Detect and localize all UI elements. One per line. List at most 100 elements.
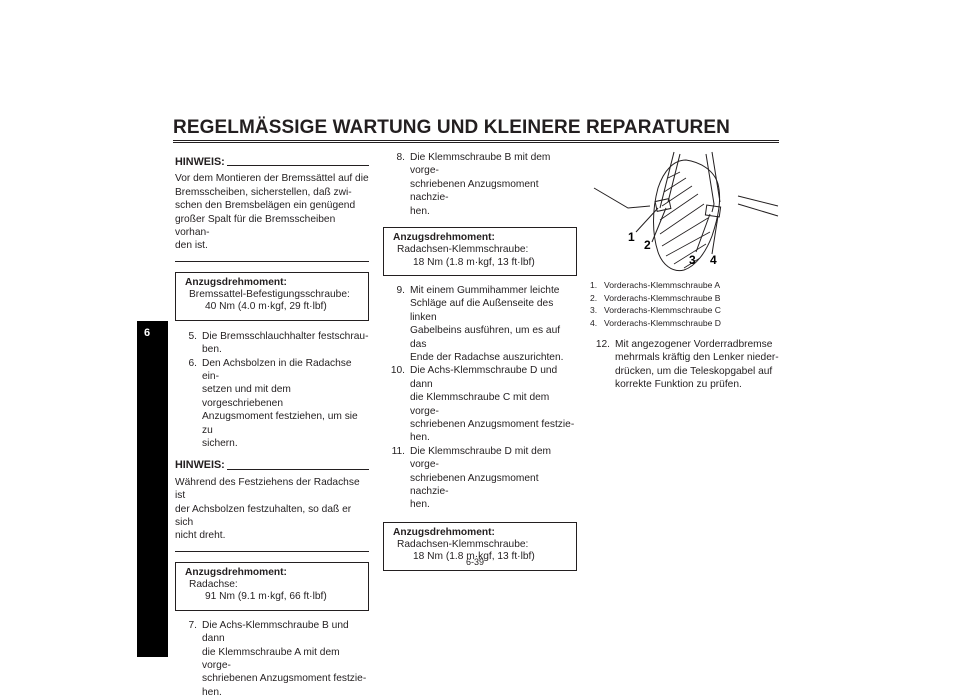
- chapter-tab: 6: [137, 321, 168, 657]
- legend-text: Vorderachs-Klemmschraube A: [604, 280, 721, 290]
- step-number: 7.: [188, 619, 198, 631]
- torque-heading: Anzugsdrehmoment:: [393, 232, 495, 244]
- hinweis-text: Vor dem Montieren der Bremssättel auf di…: [175, 172, 369, 252]
- figure-label-1: 1: [628, 230, 635, 244]
- text-line: ben.: [202, 344, 222, 356]
- step-number: 9.: [396, 284, 406, 296]
- text-line: Den Achsbolzen in die Radachse ein-: [202, 357, 352, 382]
- legend-item: 1.Vorderachs-Klemmschraube A: [590, 279, 780, 292]
- text-line: Vor dem Montieren der Bremssättel auf di…: [175, 173, 369, 185]
- text-line: Schläge auf die Außenseite des linken: [410, 298, 554, 323]
- text-line: setzen und mit dem vorgeschriebenen: [202, 384, 291, 409]
- text-line: hen.: [202, 686, 222, 698]
- step-list: 5. Die Bremsschlauchhalter festschrau- b…: [175, 330, 369, 451]
- figure-label-4: 4: [710, 253, 717, 267]
- text-line: Die Achs-Klemmschraube D und dann: [410, 365, 558, 390]
- legend-item: 2. Vorderachs-Klemmschraube B: [590, 292, 780, 305]
- text-line: hen.: [410, 205, 430, 217]
- torque-item: Radachsen-Klemmschraube:: [397, 244, 529, 256]
- figure-label-3: 3: [689, 253, 696, 267]
- figure-label-2: 2: [644, 238, 651, 252]
- torque-value: 18 Nm (1.8 m·kgf, 13 ft·lbf): [413, 256, 535, 268]
- text-line: Die Achs-Klemmschraube B und dann: [202, 619, 349, 645]
- text-line: Die Klemmschraube D mit dem vorge-: [410, 445, 551, 471]
- step-item: 7. Die Achs-Klemmschraube B und dann die…: [175, 619, 369, 699]
- legend-text: Vorderachs-Klemmschraube D: [604, 318, 722, 329]
- text-line: Ende der Radachse auszurichten.: [410, 351, 564, 363]
- torque-value: 91 Nm (9.1 m·kgf, 66 ft·lbf): [205, 591, 327, 603]
- column-3-steps: 12. Mit angezogener Vorderradbremse mehr…: [588, 338, 782, 392]
- text-line: schriebenen Anzugsmoment nachzie-: [410, 472, 539, 498]
- step-number: 8.: [396, 152, 406, 163]
- text-line: Die Klemmschraube B mit dem vorge-: [410, 152, 551, 177]
- text-line: die Klemmschraube C mit dem vorge-: [410, 392, 550, 417]
- torque-box: Anzugsdrehmoment: Radachse: 91 Nm (9.1 m…: [175, 561, 369, 611]
- step-number: 10.: [390, 365, 405, 377]
- legend-text: Vorderachs-Klemmschraube B: [604, 292, 721, 303]
- text-line: der Achsbolzen festzuhalten, so daß er s…: [175, 503, 352, 529]
- torque-item: Radachsen-Klemmschraube:: [397, 539, 529, 551]
- step-item: 5. Die Bremsschlauchhalter festschrau- b…: [175, 330, 369, 357]
- figure-legend: 1.Vorderachs-Klemmschraube A 2. Vorderach…: [590, 279, 780, 330]
- torque-heading: Anzugsdrehmoment:: [185, 566, 287, 578]
- legend-number: 2.: [590, 292, 598, 303]
- text-line: Gabelbeins ausführen, um es auf das: [410, 325, 561, 350]
- step-number: 12.: [595, 339, 610, 350]
- torque-value: 40 Nm (4.0 m·kgf, 29 ft·lbf): [205, 301, 327, 313]
- step-item: 12. Mit angezogener Vorderradbremse mehr…: [588, 338, 782, 392]
- step-list: 8. Die Klemmschraube B mit dem vorge- sc…: [383, 151, 577, 218]
- step-item: 10. Die Achs-Klemmschraube D und dann di…: [383, 364, 577, 444]
- text-line: Die Bremsschlauchhalter festschrau-: [202, 330, 369, 342]
- legend-item: 4. Vorderachs-Klemmschraube D: [590, 317, 780, 330]
- hinweis-end-rule: [175, 260, 369, 262]
- text-line: schriebenen Anzugsmoment nachzie-: [410, 178, 539, 204]
- legend-number: 3.: [590, 305, 598, 316]
- hinweis-label: HINWEIS:: [175, 459, 225, 472]
- torque-value: 18 Nm (1.8 m·kgf, 13 ft·lbf): [413, 551, 535, 563]
- text-line: Bremsscheiben, sicherstellen, daß zwi-: [175, 186, 352, 198]
- step-list: 12. Mit angezogener Vorderradbremse mehr…: [588, 338, 782, 392]
- front-fork-figure: 1 2 3 4: [593, 151, 779, 272]
- torque-heading: Anzugsdrehmoment:: [393, 526, 495, 538]
- title-rule: [173, 140, 779, 143]
- text-line: schen den Bremsbelägen ein genügend: [175, 200, 356, 212]
- column-2: 8. Die Klemmschraube B mit dem vorge- sc…: [383, 151, 577, 571]
- chapter-number: 6: [144, 327, 151, 339]
- step-item: 8. Die Klemmschraube B mit dem vorge- sc…: [383, 151, 577, 218]
- torque-item: Radachse:: [189, 579, 238, 591]
- text-line: hen.: [410, 499, 430, 511]
- text-line: sichern.: [202, 437, 238, 449]
- text-line: Anzugsmoment festziehen, um sie zu: [202, 411, 358, 436]
- hinweis-text: Während des Festziehens der Radachse ist…: [175, 476, 369, 543]
- step-item: 9. Mit einem Gummihammer leichte Schläge…: [383, 284, 577, 364]
- fork-illustration: 1 2 3 4: [588, 148, 782, 278]
- text-line: korrekte Funktion zu prüfen.: [615, 379, 742, 391]
- text-line: großer Spalt für die Bremsscheiben vorha…: [175, 213, 336, 239]
- step-item: 6. Den Achsbolzen in die Radachse ein- s…: [175, 357, 369, 451]
- step-number: 5.: [188, 330, 198, 342]
- text-line: Mit angezogener Vorderradbremse: [615, 339, 773, 350]
- column-1: HINWEIS: Vor dem Montieren der Bremssätt…: [175, 156, 369, 699]
- text-line: schriebenen Anzugsmoment festzie-: [410, 418, 575, 430]
- page-number: 6-39: [466, 557, 485, 567]
- text-line: hen.: [410, 432, 430, 444]
- step-number: 6.: [188, 357, 198, 369]
- step-list: 9. Mit einem Gummihammer leichte Schläge…: [383, 284, 577, 512]
- page-title: REGELMÄSSIGE WARTUNG UND KLEINERE REPARA…: [173, 117, 730, 138]
- text-line: den ist.: [175, 240, 208, 252]
- hinweis-heading: HINWEIS:: [175, 459, 369, 472]
- step-list: 7. Die Achs-Klemmschraube B und dann die…: [175, 619, 369, 699]
- legend-text: Vorderachs-Klemmschraube C: [604, 305, 722, 316]
- text-line: Während des Festziehens der Radachse ist: [175, 476, 360, 502]
- torque-item: Bremssattel-Befestigungsschraube:: [189, 289, 350, 301]
- torque-box: Anzugsdrehmoment: Radachsen-Klemmschraub…: [383, 521, 577, 571]
- legend-item: 3. Vorderachs-Klemmschraube C: [590, 304, 780, 317]
- legend-number: 4.: [590, 318, 598, 329]
- text-line: die Klemmschraube A mit dem vorge-: [202, 646, 340, 671]
- text-line: drücken, um die Teleskopgabel auf: [615, 365, 773, 377]
- torque-box: Anzugsdrehmoment: Bremssattel-Befestigun…: [175, 271, 369, 321]
- text-line: nicht dreht.: [175, 530, 226, 542]
- step-item: 11. Die Klemmschraube D mit dem vorge- s…: [383, 445, 577, 512]
- hinweis-heading: HINWEIS:: [175, 156, 369, 169]
- text-line: schriebenen Anzugsmoment festzie-: [202, 673, 367, 685]
